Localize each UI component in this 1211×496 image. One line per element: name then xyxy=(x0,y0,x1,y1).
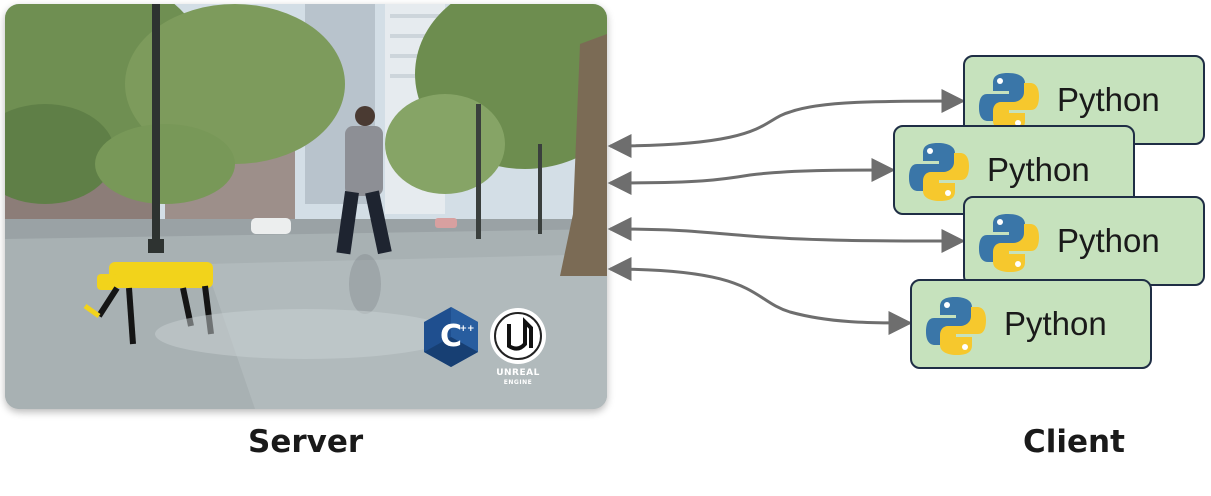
arrow-client-3 xyxy=(607,217,966,253)
client-label: Python xyxy=(1004,305,1107,342)
client-label: Python xyxy=(987,151,1090,188)
client-box-3[interactable]: Python xyxy=(963,196,1205,286)
unreal-engine-mark xyxy=(490,308,546,364)
python-logo-icon xyxy=(926,297,986,355)
server-scene-image: C ++ UNREAL ENGINE xyxy=(5,4,607,409)
cpp-logo-plus: ++ xyxy=(459,324,474,334)
server-caption: Server xyxy=(248,424,364,460)
cpp-logo-letter: C xyxy=(440,319,462,354)
city-street-scene xyxy=(5,4,607,409)
arrow-client-4 xyxy=(607,257,913,335)
python-logo-icon xyxy=(979,214,1039,272)
client-label: Python xyxy=(1057,222,1160,259)
client-caption: Client xyxy=(1023,424,1125,460)
client-box-4[interactable]: Python xyxy=(910,279,1152,369)
python-logo-icon xyxy=(909,143,969,201)
client-label: Python xyxy=(1057,81,1160,118)
cpp-logo-icon: C ++ xyxy=(424,307,478,367)
unreal-logo-line1: UNREAL xyxy=(496,368,540,378)
unreal-engine-logo-icon: UNREAL ENGINE xyxy=(485,306,551,390)
unreal-logo-line2: ENGINE xyxy=(503,379,533,386)
python-logo-icon xyxy=(979,73,1039,131)
arrow-client-2 xyxy=(607,158,896,195)
